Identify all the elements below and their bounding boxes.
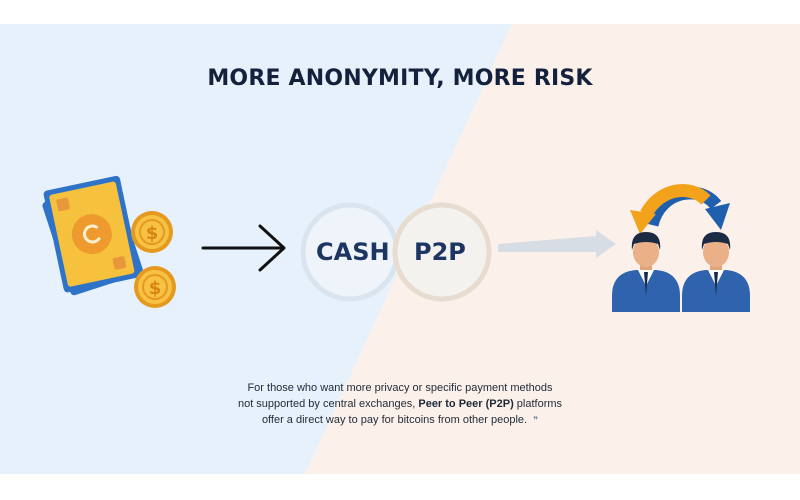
caption-text: offer a direct way to pay for bitcoins f… <box>261 414 528 426</box>
arrow-right-icon <box>201 224 286 272</box>
svg-text:$: $ <box>149 278 162 299</box>
p2p-label: P2P <box>414 238 466 266</box>
dollar-coin-icon: $ <box>131 211 173 253</box>
dollar-coin-icon: $ <box>134 266 176 308</box>
quote-icon: ❞ <box>533 415 539 425</box>
person-icon <box>612 232 680 312</box>
caption: For those who want more privacy or speci… <box>200 380 600 428</box>
caption-text: platforms <box>513 398 563 410</box>
transfer-arrow-icon <box>498 230 616 258</box>
caption-line-1: For those who want more privacy or speci… <box>247 382 553 394</box>
person-icon <box>682 232 750 312</box>
caption-text: not supported by central exchanges, <box>237 398 419 410</box>
svg-text:$: $ <box>146 223 159 244</box>
caption-bold-term: Peer to Peer (P2P) <box>418 398 514 410</box>
caption-line-3: offer a direct way to pay for bitcoins f… <box>200 412 600 428</box>
page-title: MORE ANONYMITY, MORE RISK <box>207 66 593 91</box>
cash-label: CASH <box>316 238 390 266</box>
caption-line-2: not supported by central exchanges, Peer… <box>200 396 600 412</box>
cash-bills-icon <box>42 175 143 296</box>
exchange-arrows-icon <box>630 184 730 234</box>
p2p-circle <box>392 202 492 302</box>
